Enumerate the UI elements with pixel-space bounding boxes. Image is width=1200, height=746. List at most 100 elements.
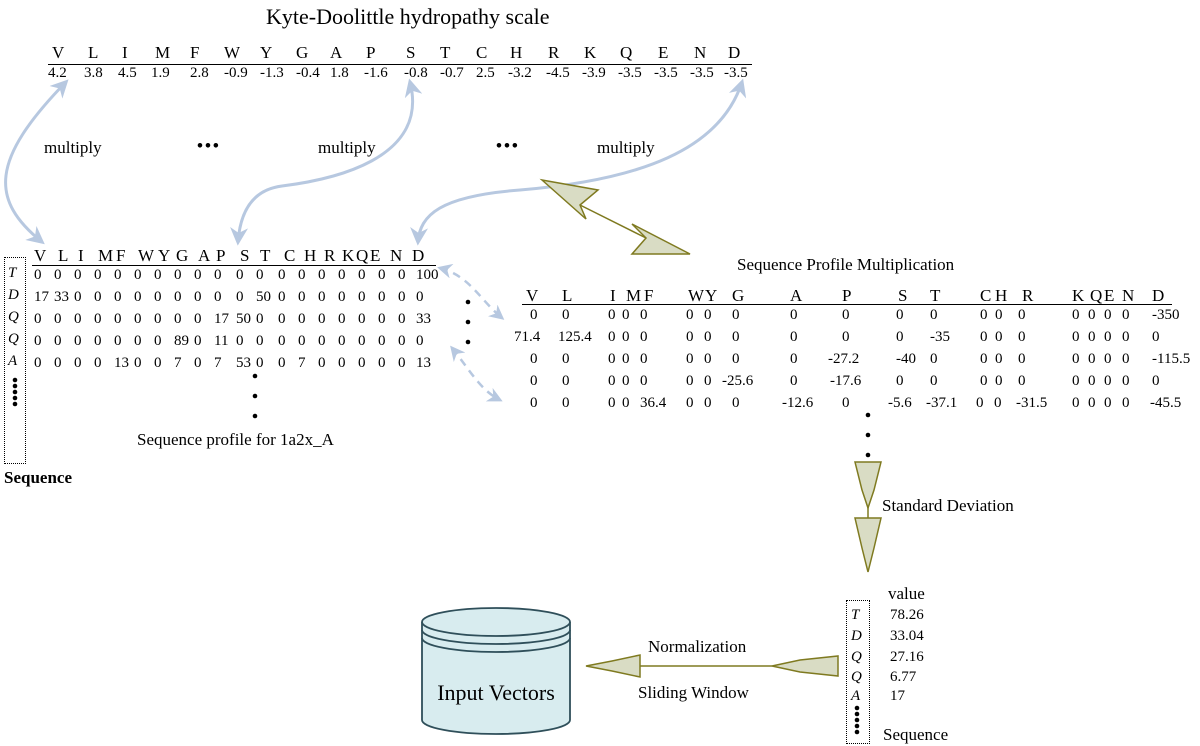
multiply-arrow-3 <box>410 78 747 246</box>
multiplication-cell: 0 <box>1122 307 1130 323</box>
profile-letter: V <box>34 246 47 265</box>
multiplication-letter: G <box>732 286 745 305</box>
multiplication-cell: 36.4 <box>640 395 667 411</box>
multiplication-letter: W <box>688 286 705 305</box>
profile-cell: 0 <box>318 311 326 327</box>
profile-cell: 17 <box>214 311 229 327</box>
hydro-value: -3.5 <box>654 65 678 81</box>
hydro-letter: V <box>52 43 65 62</box>
multiplication-cell: 0 <box>790 373 798 389</box>
multiplication-cell: 0 <box>842 329 850 345</box>
profile-cell: 50 <box>256 289 271 305</box>
profile-cell: 0 <box>298 333 306 349</box>
multiplication-cell: 0 <box>1072 351 1080 367</box>
multiplication-cell: 0 <box>995 307 1003 323</box>
hydro-value: 1.9 <box>151 65 170 81</box>
profile-letter: C <box>284 246 296 265</box>
multiplication-letter: M <box>626 286 642 305</box>
multiplication-letter: F <box>644 286 654 305</box>
multiplication-cell: -27.2 <box>828 351 860 367</box>
hydro-letter: I <box>122 43 128 62</box>
multiplication-cell: 0 <box>686 373 694 389</box>
multiplication-cell: 0 <box>704 373 712 389</box>
multiplication-cell: 0 <box>1104 329 1112 345</box>
ellipsis-dots <box>12 299 871 735</box>
profile-cell: 0 <box>134 333 142 349</box>
result-value: 27.16 <box>890 649 924 665</box>
multiplication-cell: 0 <box>562 395 570 411</box>
multiplication-cell: 0 <box>1018 373 1026 389</box>
profile-cell: 17 <box>34 289 49 305</box>
multiplication-cell: 71.4 <box>514 329 541 345</box>
hydro-letter: W <box>224 43 241 62</box>
result-residue: A <box>851 688 861 704</box>
profile-cell: 0 <box>54 355 62 371</box>
profile-cell: 0 <box>154 289 162 305</box>
multiplication-cell: -115.5 <box>1152 351 1191 367</box>
result-residue: T <box>851 607 860 623</box>
profile-letter: K <box>342 246 355 265</box>
hydro-value: -3.5 <box>690 65 714 81</box>
profile-cell: 0 <box>194 355 202 371</box>
profile-letter: G <box>176 246 189 265</box>
multiplication-cell: 0 <box>732 307 740 323</box>
profile-cell: 0 <box>154 333 162 349</box>
profile-cell: 0 <box>54 311 62 327</box>
hydro-letter: S <box>406 43 416 62</box>
multiplication-cell: 0 <box>1104 351 1112 367</box>
profile-cell: 13 <box>114 355 129 371</box>
profile-cell: 0 <box>74 267 82 283</box>
hydro-letter: R <box>548 43 560 62</box>
multiplication-cell: -35 <box>930 329 950 345</box>
result-sequence-box <box>846 600 870 744</box>
multiplication-letter: I <box>610 286 616 305</box>
profile-cell: 0 <box>298 267 306 283</box>
multiplication-cell: 0 <box>608 373 616 389</box>
profile-cell: 0 <box>416 333 424 349</box>
profile-cell: 0 <box>154 311 162 327</box>
profile-cell: 0 <box>278 311 286 327</box>
profile-cell: 0 <box>174 267 182 283</box>
profile-residue: Q <box>8 331 19 347</box>
multiplication-letter: V <box>526 286 539 305</box>
hydro-letter: A <box>330 43 343 62</box>
multiplication-cell: 0 <box>1122 351 1130 367</box>
multiplication-cell: 0 <box>790 351 798 367</box>
multiplication-letter: Q <box>1090 286 1103 305</box>
result-value: 17 <box>890 688 905 704</box>
profile-cell: 11 <box>214 333 229 349</box>
profile-cell: 100 <box>416 267 439 283</box>
multiplication-cell: 0 <box>704 329 712 345</box>
result-value: 78.26 <box>890 607 924 623</box>
multiplication-cell: 0 <box>640 307 648 323</box>
profile-cell: 0 <box>378 355 386 371</box>
sliding-window-label: Sliding Window <box>638 683 749 702</box>
multiplication-title: Sequence Profile Multiplication <box>737 255 955 274</box>
profile-cell: 0 <box>398 355 406 371</box>
profile-cell: 0 <box>94 267 102 283</box>
multiplication-cell: -40 <box>896 351 916 367</box>
multiplication-cell: 0 <box>1122 329 1130 345</box>
profile-cell: 0 <box>114 267 122 283</box>
multiplication-cell: 0 <box>1104 395 1112 411</box>
multiplication-cell: 0 <box>1152 329 1160 345</box>
multiplication-cell: 0 <box>530 395 538 411</box>
multiplication-cell: 0 <box>686 329 694 345</box>
profile-cell: 0 <box>318 355 326 371</box>
profile-cell: 0 <box>338 355 346 371</box>
profile-cell: 0 <box>378 333 386 349</box>
multiplication-cell: 0 <box>1104 307 1112 323</box>
profile-cell: 0 <box>278 289 286 305</box>
multiplication-cell: 0 <box>732 351 740 367</box>
multiply-arrow-2 <box>230 78 423 246</box>
profile-letter: L <box>58 246 69 265</box>
multiplication-cell: 0 <box>562 307 570 323</box>
profile-letter: Y <box>158 246 171 265</box>
multiplication-cell: 0 <box>608 395 616 411</box>
profile-cell: 0 <box>34 333 42 349</box>
hydro-letter: C <box>476 43 488 62</box>
multiplication-cell: 0 <box>562 373 570 389</box>
multiplication-cell: 0 <box>976 395 984 411</box>
profile-letter: D <box>412 246 425 265</box>
profile-rule <box>32 265 436 266</box>
